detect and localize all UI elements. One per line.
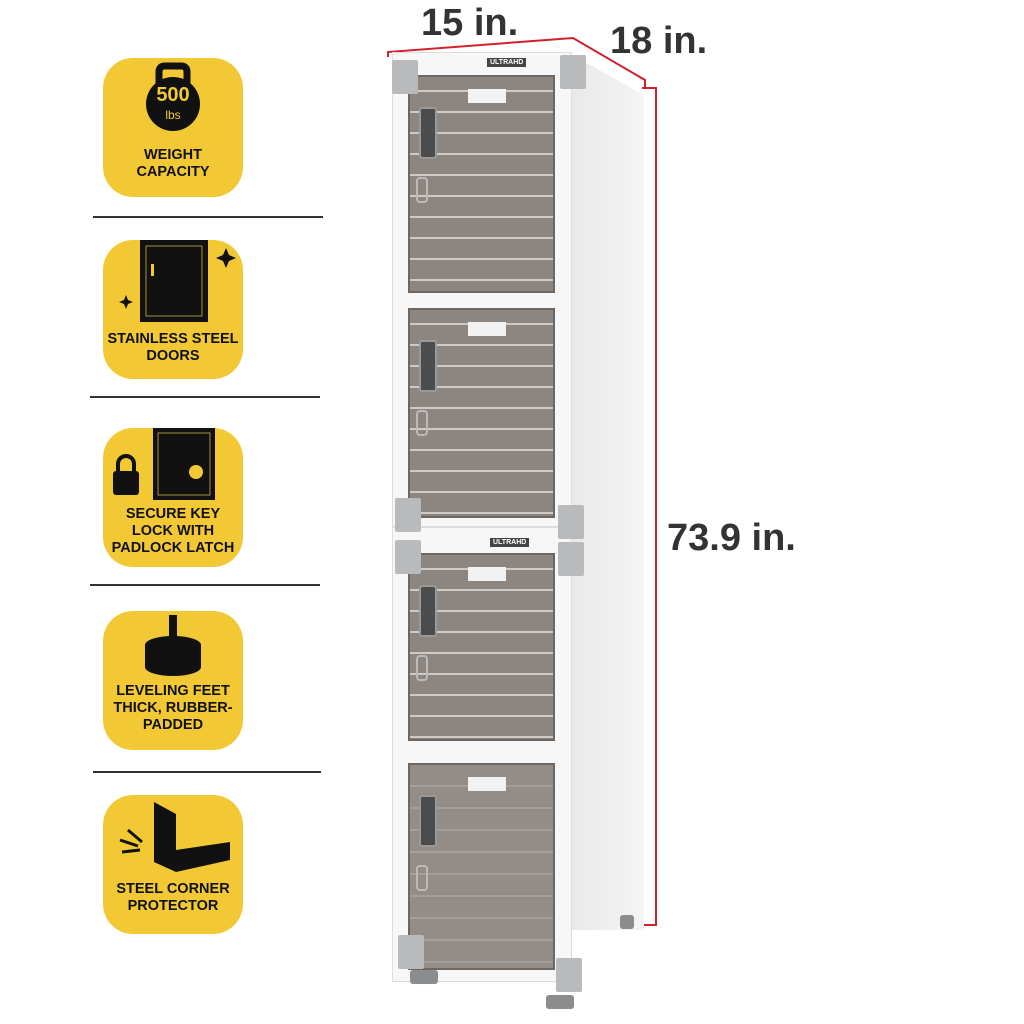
brand-logo: ULTRAHD bbox=[490, 538, 530, 547]
corner-protector bbox=[395, 498, 421, 532]
divider bbox=[93, 216, 323, 218]
corner-protector bbox=[558, 505, 584, 539]
feature-secure-lock: SECURE KEY LOCK WITH PADLOCK LATCH bbox=[103, 428, 243, 567]
key-icon bbox=[416, 410, 428, 436]
leveling-foot bbox=[410, 970, 438, 984]
width-dimension: 15 in. bbox=[421, 2, 519, 44]
locker-side-upper bbox=[572, 55, 644, 510]
key-icon bbox=[416, 655, 428, 681]
feature-label: STAINLESS STEEL DOORS bbox=[107, 331, 239, 364]
corner-protector bbox=[556, 958, 582, 992]
brand-logo: ULTRAHD bbox=[487, 58, 527, 67]
weight-value: 500 bbox=[156, 84, 190, 106]
feature-leveling-feet: LEVELING FEET THICK, RUBBER- PADDED bbox=[103, 611, 243, 750]
corner-protector bbox=[398, 935, 424, 969]
door-handle[interactable] bbox=[419, 340, 437, 392]
divider bbox=[90, 396, 320, 398]
kettlebell-icon bbox=[146, 62, 200, 131]
locker-door-2[interactable] bbox=[408, 308, 555, 518]
feature-stainless-doors: STAINLESS STEEL DOORS bbox=[103, 240, 243, 379]
dimension-lines bbox=[387, 36, 657, 926]
key-icon bbox=[416, 865, 428, 891]
feature-label: SECURE KEY LOCK WITH PADLOCK LATCH bbox=[111, 506, 235, 556]
door-handle[interactable] bbox=[419, 795, 437, 847]
feature-label: WEIGHT CAPACITY bbox=[136, 147, 210, 180]
steel-door-icon bbox=[119, 240, 236, 322]
leveling-foot bbox=[620, 915, 634, 929]
feature-label: STEEL CORNER PROTECTOR bbox=[116, 881, 230, 914]
key-icon bbox=[416, 177, 428, 203]
height-dimension: 73.9 in. bbox=[667, 517, 796, 559]
weight-unit: lbs bbox=[165, 108, 181, 122]
corner-protector bbox=[560, 55, 586, 89]
leveling-foot-icon bbox=[145, 615, 201, 676]
divider bbox=[93, 771, 321, 773]
corner-protector bbox=[395, 540, 421, 574]
padlock-icon bbox=[113, 428, 215, 500]
depth-dimension: 18 in. bbox=[610, 20, 708, 62]
corner-bracket-icon bbox=[119, 802, 230, 872]
door-handle[interactable] bbox=[419, 107, 437, 159]
feature-weight-capacity: 500 lbs WEIGHT CAPACITY bbox=[103, 58, 243, 197]
feature-label: LEVELING FEET THICK, RUBBER- PADDED bbox=[113, 683, 233, 733]
locker-door-1[interactable] bbox=[408, 75, 555, 293]
corner-protector bbox=[392, 60, 418, 94]
divider bbox=[90, 584, 320, 586]
locker-door-3[interactable] bbox=[408, 553, 555, 741]
locker-door-4[interactable] bbox=[408, 763, 555, 970]
leveling-foot bbox=[546, 995, 574, 1009]
locker-side-lower bbox=[572, 510, 644, 930]
feature-corner-protector: STEEL CORNER PROTECTOR bbox=[103, 795, 243, 934]
corner-protector bbox=[558, 542, 584, 576]
door-handle[interactable] bbox=[419, 585, 437, 637]
